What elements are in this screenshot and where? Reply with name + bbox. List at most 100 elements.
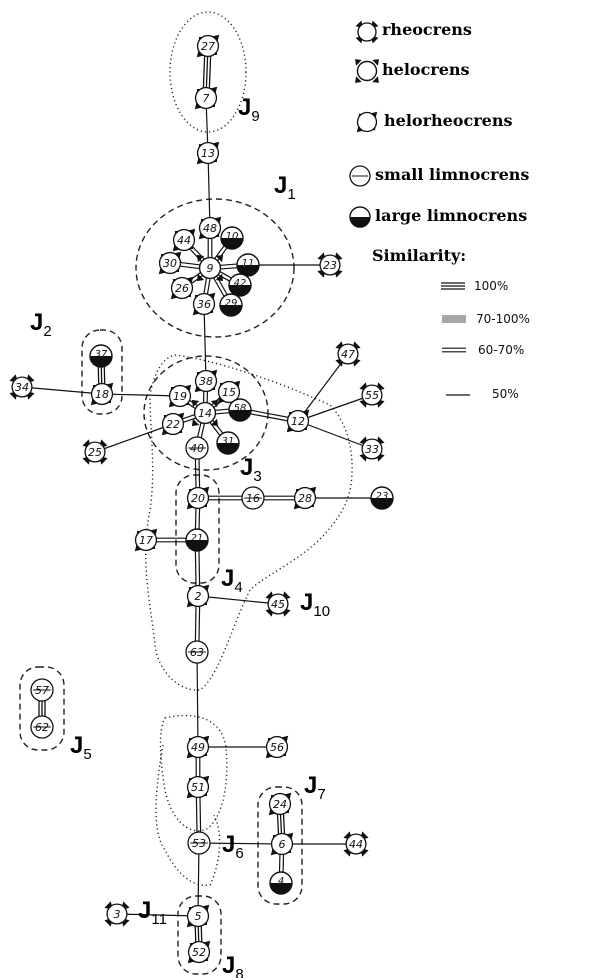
spring-node-label: 55 xyxy=(365,389,379,402)
cluster-label-j4: J4 xyxy=(221,565,243,596)
spring-node-label: 45 xyxy=(271,598,285,611)
legend-row-rheocrens: rheocrens xyxy=(355,20,472,44)
spring-node-label: 27 xyxy=(201,40,215,53)
spring-node-55: 55 xyxy=(359,382,385,408)
spring-node-21: 21 xyxy=(185,528,209,552)
legend-symbol-helo xyxy=(355,59,379,83)
spring-node-22: 22 xyxy=(161,412,185,436)
spring-node-label: 25 xyxy=(88,446,102,459)
cluster-label-j1: J1 xyxy=(274,172,296,203)
spring-node-label: 26 xyxy=(175,282,189,295)
legend-label-helorheocrens: helorheocrens xyxy=(384,111,512,130)
spring-node-23b: 23 xyxy=(370,486,394,510)
spring-node-42: 42 xyxy=(228,273,252,297)
spring-node-label: 3 xyxy=(114,908,121,921)
spring-node-label: 29 xyxy=(225,298,238,309)
legend-swatch-s100 xyxy=(441,282,465,290)
edge-63-49 xyxy=(196,651,199,748)
spring-node-14: 14 xyxy=(191,399,219,427)
cluster-label-j2: J2 xyxy=(30,309,52,340)
spring-node-51: 51 xyxy=(186,775,210,799)
cluster-j4-outline xyxy=(175,474,220,584)
spring-node-label: 7 xyxy=(203,92,210,105)
spring-node-label: 47 xyxy=(341,348,355,361)
spring-node-label: 34 xyxy=(15,381,29,394)
cluster-label-j9: J9 xyxy=(238,94,260,125)
spring-node-31: 31 xyxy=(216,431,240,455)
edge-34-18 xyxy=(21,386,103,395)
edge-53-5 xyxy=(197,842,200,917)
spring-node-label: 17 xyxy=(139,534,153,547)
similarity-100-swatch xyxy=(441,282,465,290)
spring-node-13: 13 xyxy=(196,141,220,165)
spring-node-29: 29 xyxy=(219,293,243,317)
spring-node-18: 18 xyxy=(90,382,114,406)
spring-node-label: 62 xyxy=(35,721,49,734)
spring-node-label: 23 xyxy=(376,491,389,502)
spring-node-37: 37 xyxy=(89,344,113,368)
legend-swatch-s60 xyxy=(442,347,466,353)
spring-node-47: 47 xyxy=(335,341,361,367)
spring-node-label: 5 xyxy=(195,910,202,923)
spring-node-33: 33 xyxy=(359,436,385,462)
spring-node-label: 4 xyxy=(278,876,284,887)
spring-node-27: 27 xyxy=(196,34,220,58)
cluster-outlines xyxy=(19,11,353,975)
cluster-j5-outline xyxy=(19,666,65,751)
spring-node-57: 57 xyxy=(30,678,54,702)
cluster-j11-outline xyxy=(155,744,221,886)
legend-swatch-s70 xyxy=(442,315,466,323)
cluster-label-j6: J6 xyxy=(222,831,244,862)
cluster-j6-outline xyxy=(159,714,228,832)
spring-node-30: 30 xyxy=(158,251,182,275)
cluster-label-j10: J10 xyxy=(300,589,330,620)
spring-node-label: 11 xyxy=(242,258,255,269)
similarity-70-100-label: 70-100% xyxy=(476,312,530,326)
spring-node-label: 51 xyxy=(191,781,205,794)
spring-node-26: 26 xyxy=(170,276,194,300)
spring-node-label: 49 xyxy=(191,741,205,754)
spring-node-52: 52 xyxy=(187,940,211,964)
large-limnocrens-symbol xyxy=(349,206,371,228)
spring-node-38: 38 xyxy=(194,369,218,393)
spring-node-10: 10 xyxy=(220,226,244,250)
spring-node-45: 45 xyxy=(265,591,291,617)
spring-node-label: 44 xyxy=(349,838,363,851)
spring-node-24: 24 xyxy=(268,792,292,816)
spring-node-label: 2 xyxy=(195,590,202,603)
helorheocrens-symbol xyxy=(356,111,378,133)
spring-node-7: 7 xyxy=(194,86,218,110)
spring-node-20: 20 xyxy=(186,486,210,510)
cluster-label-j7: J7 xyxy=(304,772,326,803)
spring-node-label: 53 xyxy=(192,837,206,850)
edge-13-48 xyxy=(207,152,211,229)
cluster-j2-outline xyxy=(81,329,123,415)
spring-node-label: 16 xyxy=(246,492,260,505)
edge-2-45 xyxy=(197,595,279,605)
cluster-j8-outline xyxy=(177,895,222,975)
spring-node-53: 53 xyxy=(187,831,211,855)
spring-node-44: 44 xyxy=(172,228,196,252)
edge-12-33 xyxy=(297,420,373,450)
spring-node-40: 40 xyxy=(185,436,209,460)
spring-node-label: 52 xyxy=(192,946,206,959)
spring-node-9: 9 xyxy=(196,254,224,282)
cluster-label-j8: J8 xyxy=(222,952,244,978)
spring-node-49: 49 xyxy=(186,735,210,759)
edge-36-38 xyxy=(203,303,207,382)
spring-node-label: 13 xyxy=(201,147,215,160)
spring-node-label: 31 xyxy=(222,436,235,447)
spring-node-label: 6 xyxy=(279,838,286,851)
legend-symbol-small xyxy=(349,165,371,187)
spring-node-17: 17 xyxy=(134,528,158,552)
edge-18-19 xyxy=(101,393,181,397)
spring-node-11: 11 xyxy=(236,253,260,277)
similarity-50-label: 50% xyxy=(492,387,519,401)
cluster-label-j11: J11 xyxy=(138,897,167,928)
cluster-label-j5: J5 xyxy=(70,732,92,763)
spring-node-63: 63 xyxy=(185,640,209,664)
spring-node-label: 40 xyxy=(190,442,204,455)
